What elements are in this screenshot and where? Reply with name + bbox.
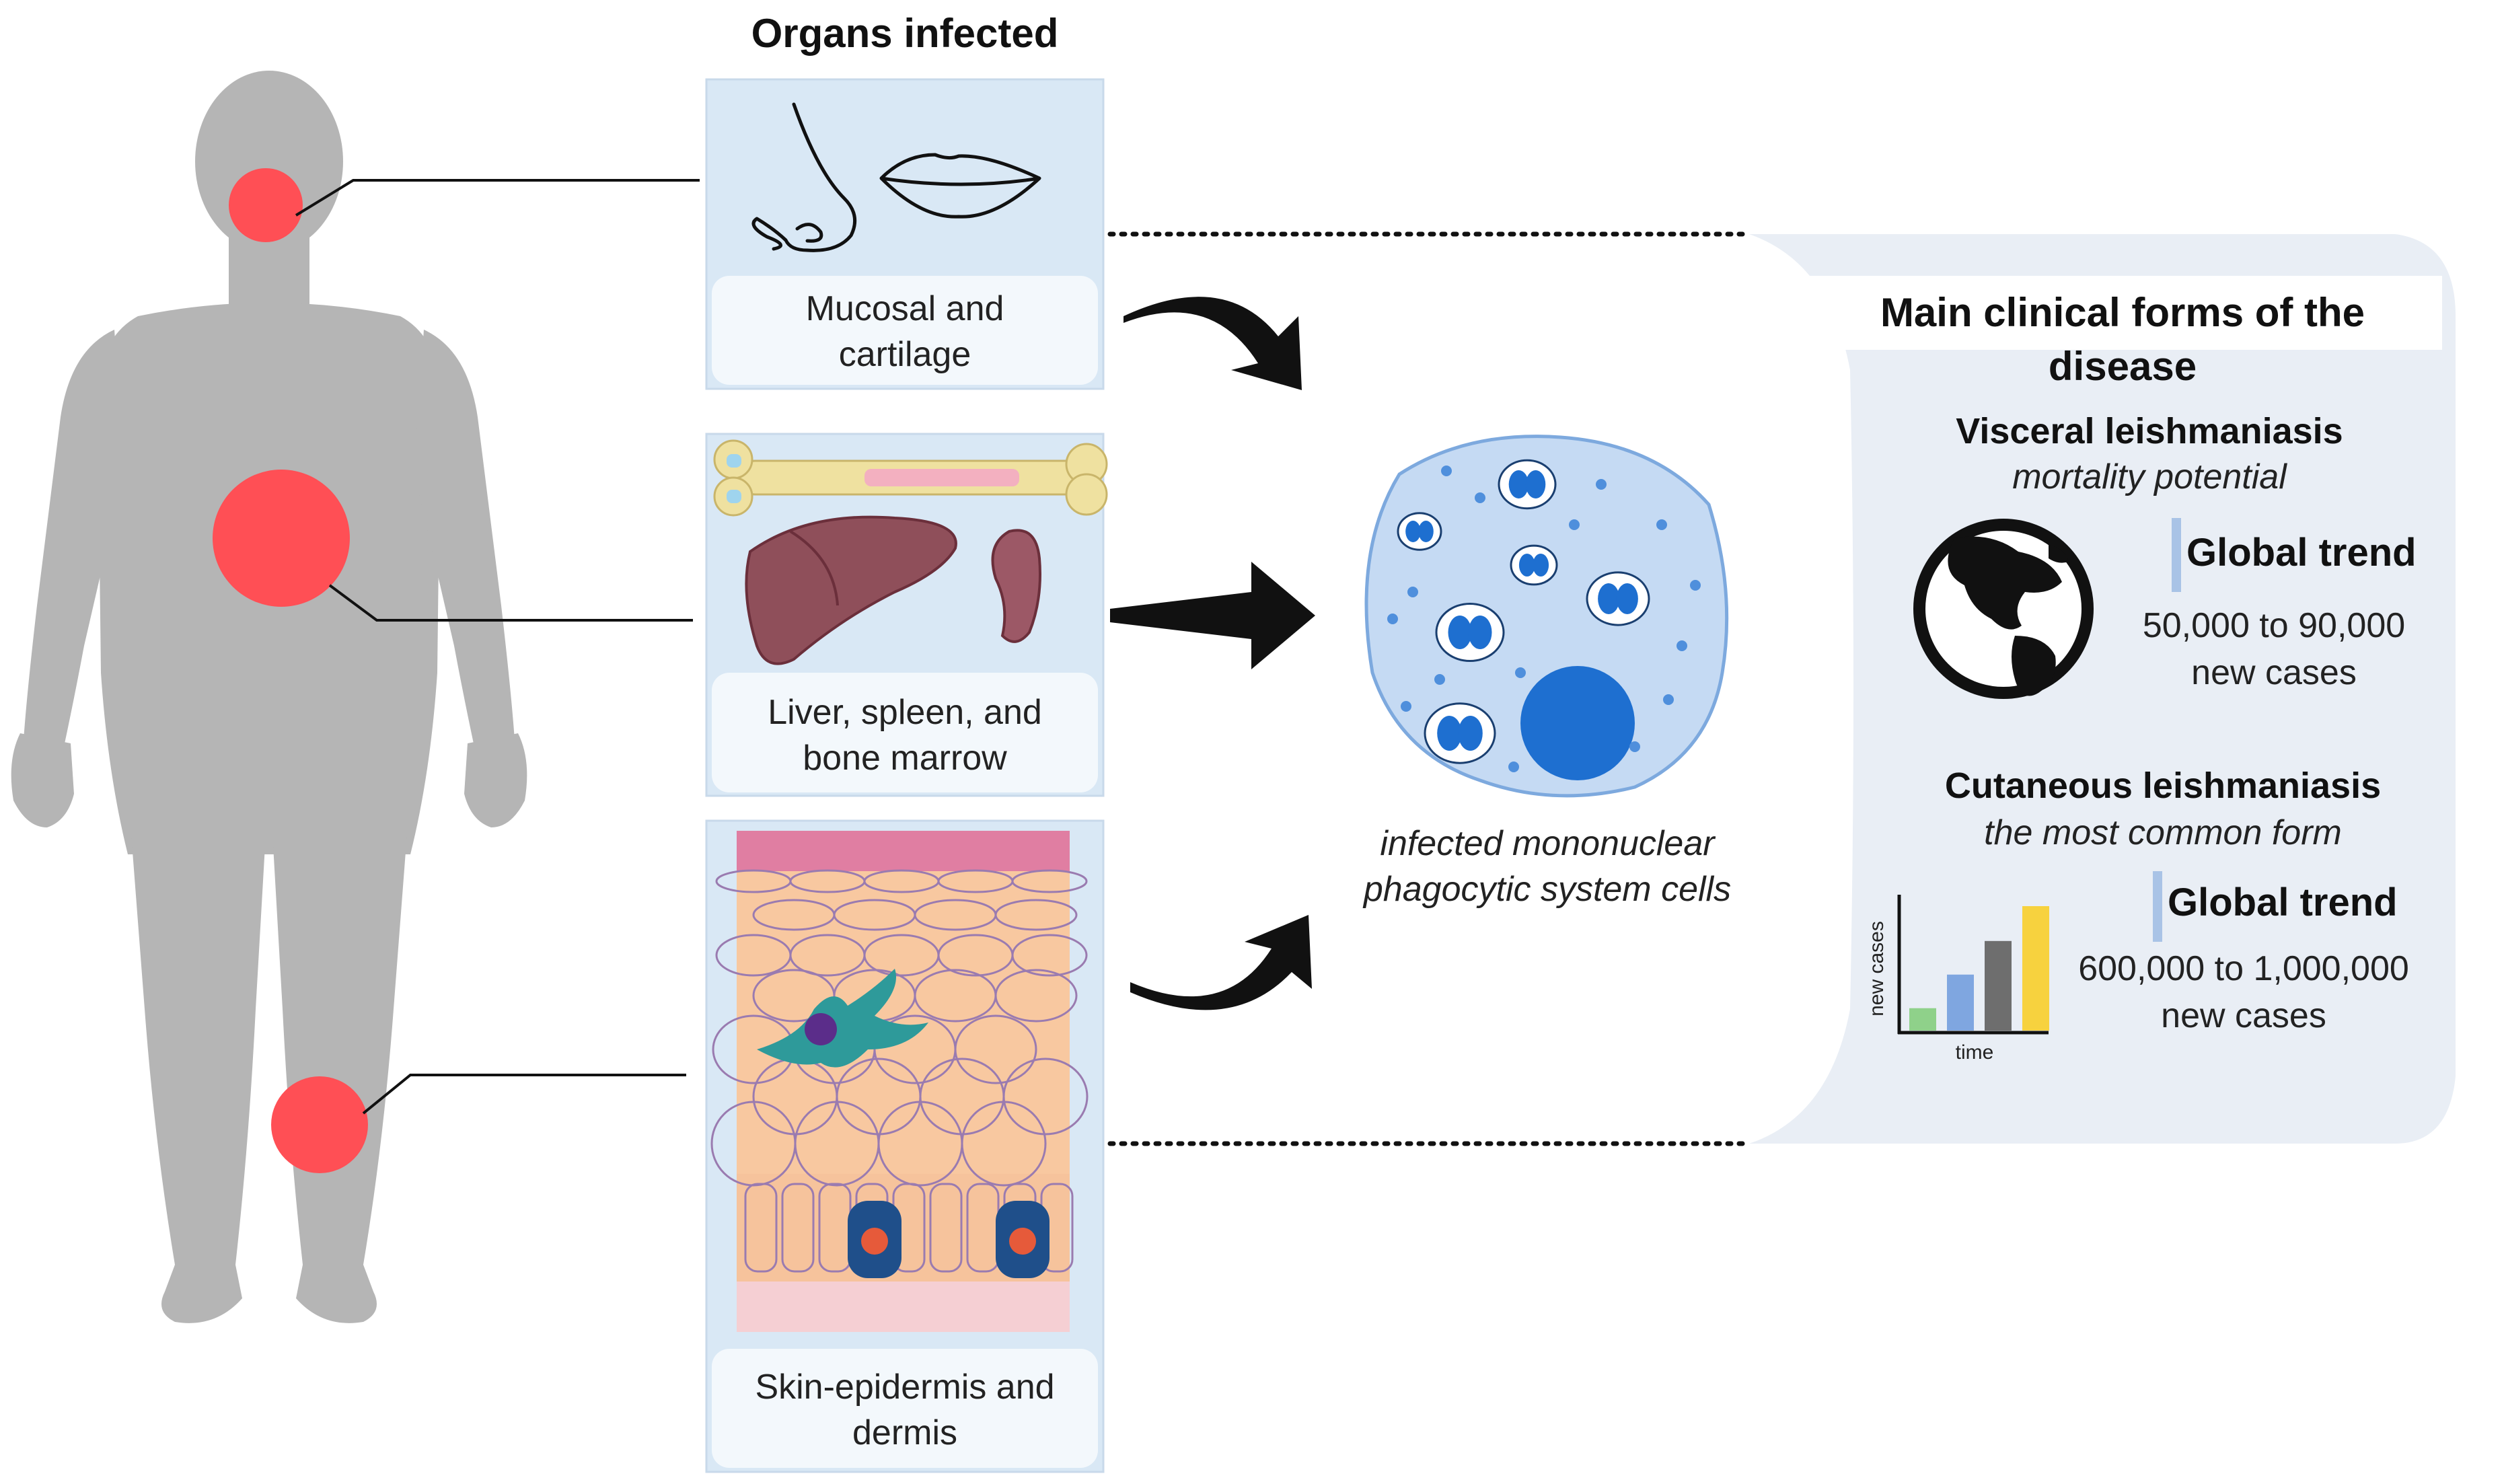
langerhans-cell <box>757 969 928 1068</box>
amastigote <box>1405 521 1421 542</box>
basal-cell <box>781 1183 815 1273</box>
hotspot-abdomen <box>213 470 350 607</box>
cytoplasm-granule <box>1663 694 1674 705</box>
cytoplasm-granule <box>1569 519 1580 530</box>
visceral-name: Visceral leishmaniasis <box>1956 411 2343 451</box>
arrow-skin <box>1130 915 1312 1010</box>
visceral-trend-accent <box>2172 518 2181 592</box>
spleen-icon <box>991 529 1041 643</box>
cytoplasm-granule <box>1407 587 1418 597</box>
skin-cell <box>1011 934 1088 977</box>
cutaneous-trend-accent <box>2153 871 2162 942</box>
clinical-title-ribbon <box>1803 276 2442 350</box>
organs-infected-title: Organs infected <box>751 11 1059 56</box>
arrow-visceral <box>1110 562 1315 669</box>
mini-chart-ylabel: new cases <box>1866 921 1888 1016</box>
globe-icon <box>1913 519 2094 699</box>
mini-chart-bar <box>2022 906 2049 1031</box>
cutaneous-trend-label: Global trend <box>2168 881 2398 924</box>
cell-nucleus <box>1520 666 1635 780</box>
organ-label-mucosal: Mucosal and cartilage <box>805 289 1004 374</box>
hotspot-leg <box>271 1076 368 1173</box>
skin-cell <box>1011 869 1088 893</box>
skin-layers-illustration <box>710 831 1089 1332</box>
amastigote <box>1533 554 1549 577</box>
visceral-subtitle: mortality potential <box>2012 457 2287 496</box>
arrows <box>1110 297 1315 1010</box>
nose-icon <box>751 102 857 252</box>
clinical-panel-shape <box>1749 234 2456 1144</box>
mini-trend-chart <box>1897 895 2049 1035</box>
cytoplasm-granule <box>1677 640 1687 651</box>
lips-icon <box>879 153 1041 219</box>
amastigote <box>1598 583 1620 614</box>
skin-cell <box>994 969 1078 1023</box>
cytoplasm-granule <box>1387 614 1398 624</box>
cytoplasm-granule <box>1656 519 1667 530</box>
cytoplasm-granule <box>1434 674 1445 685</box>
basal-cell <box>929 1183 963 1273</box>
arrow-mucosal <box>1124 297 1302 390</box>
cytoplasm-granule <box>1629 741 1640 752</box>
leader-lines <box>295 179 700 1115</box>
cutaneous-subtitle: the most common form <box>1984 813 2342 852</box>
cytoplasm-granule <box>1475 492 1485 503</box>
skin-cell <box>961 1101 1047 1187</box>
mini-chart-bar <box>1985 940 2012 1031</box>
dotted-connectors <box>1107 231 1752 1146</box>
human-body-silhouette <box>11 71 527 1323</box>
amastigote <box>1448 616 1472 649</box>
organ-panels <box>705 78 1108 1473</box>
amastigote <box>1418 521 1434 542</box>
bone-icon <box>713 439 1108 517</box>
amastigote <box>1616 583 1638 614</box>
cutaneous-cases: 600,000 to 1,000,000 new cases <box>2078 949 2409 1035</box>
mini-chart-xlabel: time <box>1955 1041 1994 1064</box>
cytoplasm-granule <box>1441 466 1452 476</box>
amastigote <box>1508 470 1529 498</box>
skin-cell <box>954 1014 1037 1084</box>
cytoplasm-granule <box>1508 762 1519 772</box>
cytoplasm-granule <box>1401 701 1411 712</box>
skin-cell <box>994 899 1078 931</box>
cytoplasm-granule <box>1690 580 1701 591</box>
amastigote <box>1437 716 1462 751</box>
infected-cell <box>1364 435 1729 798</box>
liver-icon <box>745 515 957 665</box>
amastigote <box>1525 470 1546 498</box>
mini-chart-bar <box>1909 1008 1936 1031</box>
organ-label-skin: Skin-epidermis and dermis <box>755 1368 1055 1452</box>
visceral-trend-label: Global trend <box>2186 531 2417 574</box>
hotspot-face <box>229 168 303 242</box>
amastigote <box>1518 554 1535 577</box>
amastigote <box>1458 716 1483 751</box>
organ-label-visceral: Liver, spleen, and bone marrow <box>768 693 1042 778</box>
basal-cell <box>744 1183 778 1273</box>
visceral-cases: 50,000 to 90,000 new cases <box>2142 606 2406 692</box>
skin-cell <box>1002 1058 1089 1136</box>
clinical-forms-title: Main clinical forms of the disease <box>1880 290 2365 389</box>
mini-chart-bar <box>1947 974 1974 1031</box>
amastigote <box>1468 616 1492 649</box>
infection-hotspots <box>213 168 368 1173</box>
cytoplasm-granule <box>1596 479 1607 490</box>
cytoplasm-granule <box>1515 667 1526 678</box>
infected-cell-caption: infected mononuclear phagocytic system c… <box>1363 824 1732 909</box>
cutaneous-name: Cutaneous leishmaniasis <box>1944 766 2382 806</box>
